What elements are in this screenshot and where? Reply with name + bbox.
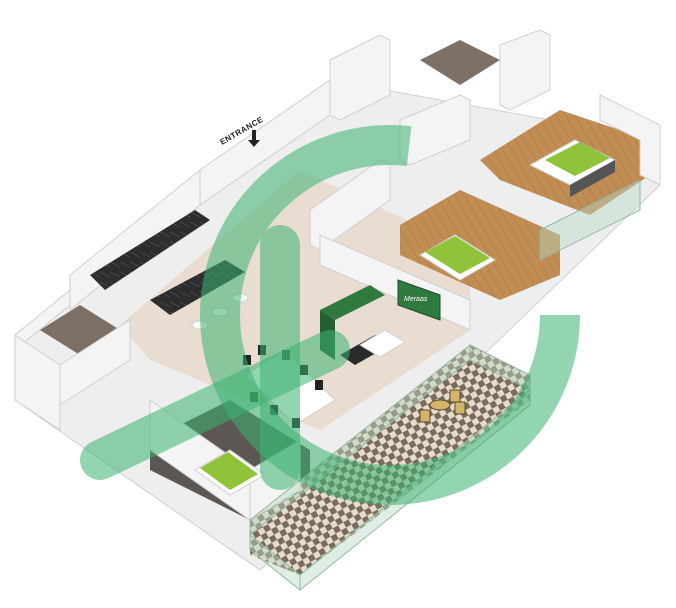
- terrace-furniture: [419, 389, 466, 423]
- master-bed: [528, 139, 617, 197]
- tv-logo-text: Meraas: [404, 296, 428, 303]
- bedroom-2-floor: [400, 190, 560, 300]
- entrance-arrow-icon: [248, 130, 260, 147]
- watermark-logo-icon: [80, 125, 580, 505]
- bathroom-2-floor: [420, 40, 500, 85]
- tv-unit: Meraas: [397, 279, 441, 321]
- bedroom-2-bed: [419, 234, 496, 281]
- kitchen-counter: [90, 210, 210, 290]
